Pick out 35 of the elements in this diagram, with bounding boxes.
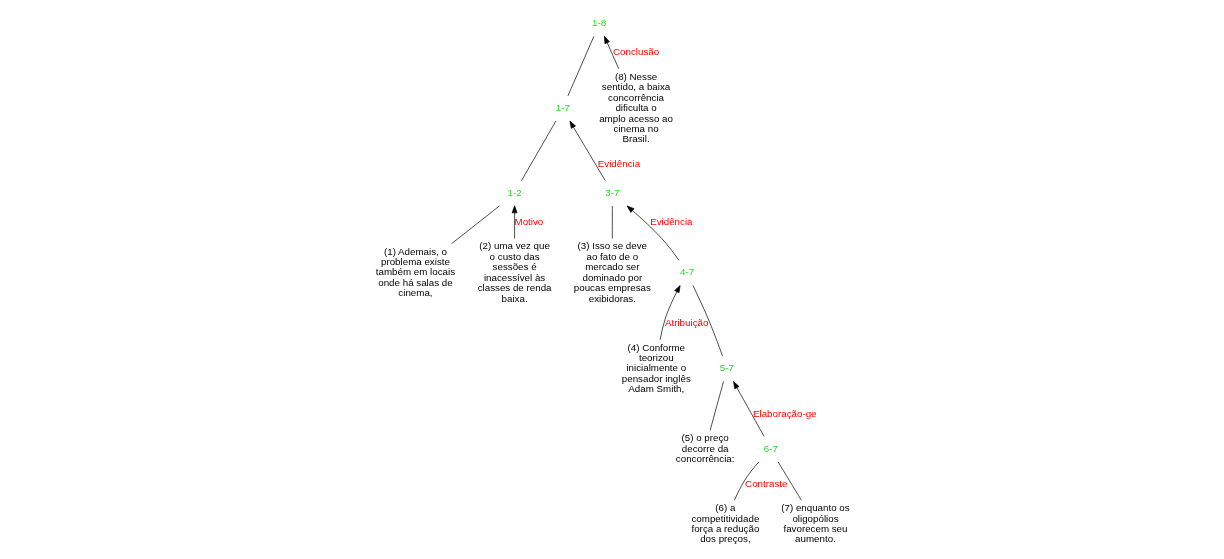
node-text: 1-2 (507, 186, 522, 198)
edge-label: Contraste (744, 477, 787, 489)
node-text: 4-7 (679, 266, 694, 278)
connector (733, 461, 759, 501)
arrow (511, 205, 517, 239)
node-text: (1) Ademais, o problema existe também em locais onde há salas de cinema, (375, 245, 455, 299)
edge-label: Atribuição (664, 317, 708, 329)
edge-label: Motivo (514, 215, 543, 227)
arrow (626, 205, 679, 261)
node-text: (7) enquanto os oligopólios favorecem seu aumento. (780, 502, 850, 545)
node-text: (2) uma vez que o custo das sessões é inacessível às classes de renda baixa. (477, 240, 552, 304)
connector (709, 381, 724, 431)
arrow (569, 120, 606, 181)
edge-label: Evidência (649, 215, 692, 227)
node-text: (5) o preço decorre da concorrência: (675, 432, 734, 465)
arrow (659, 285, 680, 341)
node-text: 1-7 (555, 102, 570, 114)
node-text: (3) Isso se deve ao fato de o mercado ser dominado por poucas empresas exibidoras. (573, 240, 651, 304)
node-text: (6) a competitividade força a redução dos preços, (690, 502, 759, 545)
edge-label: Elaboração-ge (752, 407, 817, 419)
node-text: 3-7 (604, 186, 619, 198)
node-text: (4) Conforme teorizou inicialmente o pensador inglês Adam Smith, (621, 341, 691, 395)
node-text: (8) Nesse sentido, a baixa concorrência dificulta o amplo acesso ao cinema no Brasil. (598, 70, 673, 145)
connector (692, 285, 723, 357)
connector (520, 120, 556, 181)
edge-label: Conclusão (612, 46, 659, 58)
connector (450, 205, 500, 245)
arrow (732, 381, 764, 437)
connector (777, 461, 802, 501)
arrow (603, 35, 619, 70)
node-text: 6-7 (763, 442, 778, 454)
node-text: 5-7 (719, 362, 734, 374)
edge-label: Evidência (597, 157, 640, 169)
node-text: 1-8 (591, 17, 606, 29)
connector (567, 35, 594, 97)
